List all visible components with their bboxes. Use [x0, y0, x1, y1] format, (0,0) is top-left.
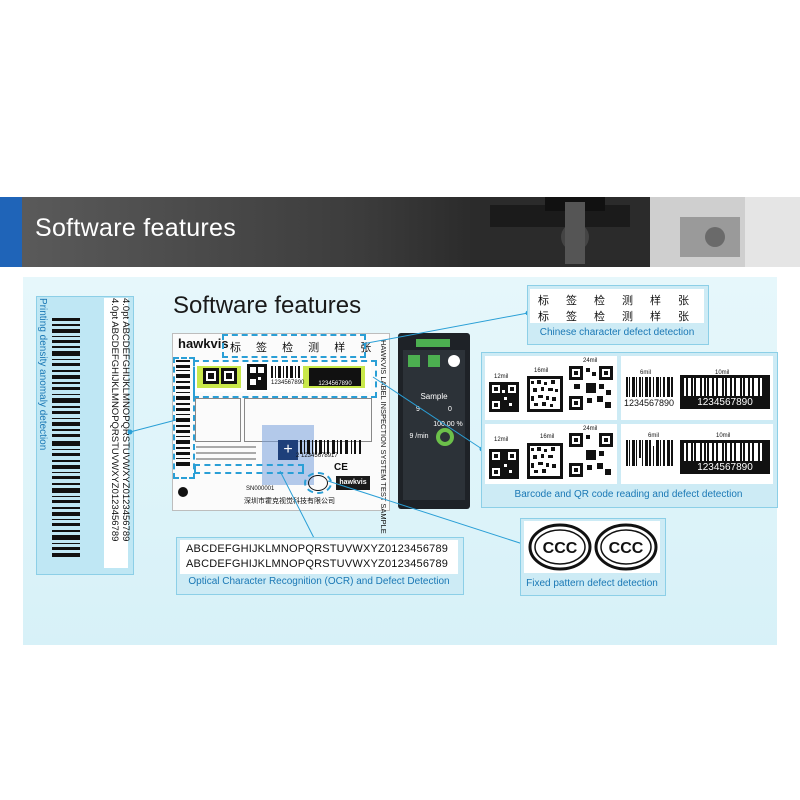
sheet-side-barcode [176, 360, 190, 466]
bc-number-6mil: 1234567890 [623, 398, 675, 408]
qr-code-24mil-defect [569, 433, 613, 477]
sheet-line-3 [196, 458, 256, 460]
qr-label-12mil: 12mil [494, 374, 509, 380]
sheet-line-1 [196, 446, 256, 448]
screen-val-4: 9 /min [409, 433, 429, 440]
qr-code-12mil [489, 382, 519, 412]
sheet-line-2 [196, 452, 256, 454]
svg-text:CCC: CCC [609, 540, 644, 557]
sheet-barcode-3 [300, 440, 361, 454]
pattern-caption: Fixed pattern defect detection [526, 578, 658, 589]
datamatrix-16mil-defect [527, 443, 563, 479]
linear-barcode-6mil [626, 377, 673, 397]
chinese-caption: Chinese character defect detection [539, 327, 695, 338]
sheet-heading-box: 标 签 检 测 样 张 [224, 336, 378, 354]
sheet-sn: SN000001 [246, 486, 275, 492]
screen-top-bar [416, 339, 450, 347]
screen-sample: Sample [420, 392, 448, 401]
density-text-strip [104, 298, 128, 568]
screen-panel [403, 350, 465, 500]
linear-barcode-10mil-bars [684, 378, 762, 396]
brand-logo: hawkvis [178, 336, 229, 351]
bc-label-6mil-2: 6mil [648, 433, 660, 439]
line-chinese [361, 312, 529, 345]
linear-barcode-10mil-defect-bars [684, 443, 762, 461]
datamatrix-16mil [527, 376, 563, 412]
svg-text:CCC: CCC [543, 540, 578, 557]
mini-qr-1 [203, 368, 237, 384]
bc-number-10mil: 1234567890 [697, 397, 753, 408]
sheet-heading: 标 签 检 测 样 张 [230, 342, 378, 354]
ce-mark: CE [334, 462, 348, 473]
mini-barcode-1 [271, 366, 300, 378]
line-barcode [372, 376, 483, 450]
screen-val-2: 0 [448, 406, 452, 413]
qr-code-12mil-defect [489, 449, 519, 479]
pattern-sample-box [524, 521, 660, 573]
chinese-highlight [222, 334, 366, 358]
sheet-box-1 [195, 398, 241, 442]
sheet-company: 深圳市霍克视觉科技有限公司 [244, 498, 335, 505]
ocr-caption: Optical Character Recognition (OCR) and … [188, 576, 450, 587]
density-highlight [173, 357, 195, 479]
ocr-highlight [194, 464, 304, 474]
line-pattern [327, 480, 527, 546]
ocr-line-1: ABCDEFGHIJKLMNOPQRSTUVWXYZ0123456789 [186, 543, 449, 555]
screen-val-3: 100.00 % [433, 421, 463, 428]
screen-ring-icon [436, 428, 454, 446]
qr-label-24mil-2: 24mil [583, 426, 598, 432]
screen-btn-2 [428, 355, 440, 367]
plus-icon: + [278, 440, 298, 460]
bc-label-10mil-2: 10mil [716, 433, 731, 439]
qr-label-24mil: 24mil [583, 358, 598, 364]
screen-btn-3 [448, 355, 460, 367]
bc-label-10mil: 10mil [715, 370, 730, 376]
bc-number-10mil-2: 1234567890 [697, 462, 753, 473]
chinese-sample-box [530, 289, 704, 323]
qr-label-16mil-2: 16mil [540, 434, 555, 440]
sheet-barcode-strip: 1234567890 1234567890 [195, 362, 371, 392]
qr-label-12mil-2: 12mil [494, 437, 509, 443]
screen-btn-1 [408, 355, 420, 367]
barcode-caption: Barcode and QR code reading and defect d… [514, 489, 743, 500]
sheet-barcode-number-1: 1234567890 [271, 380, 305, 386]
chinese-row-2: 标签检测样张 [538, 311, 706, 323]
density-barcode [52, 318, 80, 557]
ocr-line-2: ABCDEFGHIJKLMNOPQRSTUVWXYZ0123456789 [186, 558, 449, 570]
sheet-barcode-number-3: 2 12345678917 [296, 453, 338, 459]
pattern-highlight [304, 472, 332, 494]
mini-barcode-2 [309, 368, 361, 386]
panel-title: Software features [173, 292, 362, 319]
line-density [129, 419, 177, 433]
sheet-dot [178, 487, 188, 497]
bc-label-6mil: 6mil [640, 370, 652, 376]
linear-barcode-6mil-defect [626, 440, 673, 466]
line-ocr [279, 470, 316, 541]
sheet-barcode-number-2: 1234567890 [318, 381, 352, 387]
machine-photo [470, 197, 800, 267]
qr-label-16mil: 16mil [534, 368, 549, 374]
ocr-sample-box [180, 540, 458, 574]
screen-val-1: 9 [416, 406, 420, 413]
banner-accent [0, 197, 22, 267]
ccc-mark-1: CCC [528, 523, 592, 571]
qr-code-24mil [569, 366, 613, 410]
chinese-row-1: 标签检测样张 [538, 295, 706, 307]
mini-qr-2 [247, 364, 267, 390]
page-title: Software features [35, 214, 237, 242]
ccc-mark-2: CCC [594, 523, 658, 571]
